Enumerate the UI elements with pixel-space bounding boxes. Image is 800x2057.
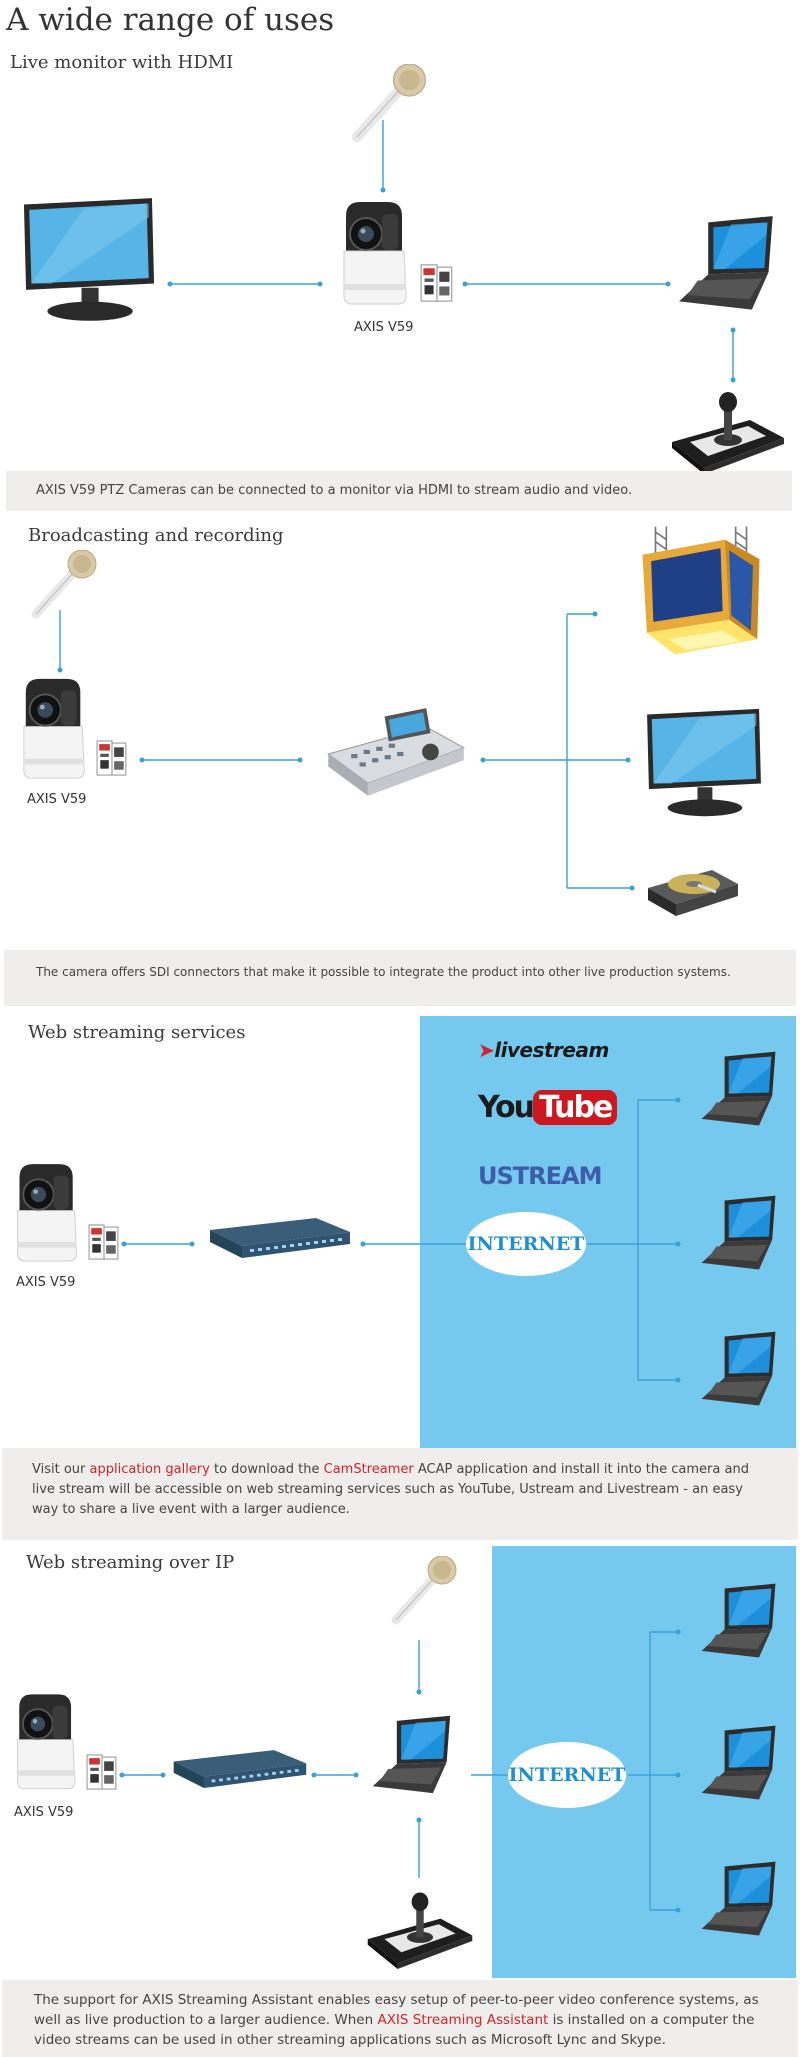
section-title-web-streaming-ip: Web streaming over IP (26, 1552, 235, 1573)
livestream-logo: ➤livestream (478, 1038, 609, 1062)
caption-web-streaming-ip: The support for AXIS Streaming Assistant… (2, 1980, 798, 2057)
caption-web-streaming-services: Visit our application gallery to downloa… (2, 1448, 798, 1540)
internet-cloud: INTERNET (508, 1742, 626, 1808)
laptop-icon (692, 1860, 790, 1942)
internet-label: INTERNET (508, 1764, 626, 1786)
laptop-icon (692, 1724, 790, 1806)
laptop-icon (692, 1582, 790, 1664)
camstreamer-link[interactable]: CamStreamer (323, 1462, 414, 1477)
camera-label: AXIS V59 (16, 1275, 76, 1290)
diagram-web-streaming-lines (121, 1097, 681, 1383)
joystick-controller-icon (364, 1884, 476, 1970)
camera-label: AXIS V59 (27, 792, 87, 807)
microphone-icon (390, 1556, 460, 1626)
caption-broadcasting: The camera offers SDI connectors that ma… (4, 950, 796, 1006)
ustream-logo: USTREAM (478, 1162, 602, 1190)
camera-label: AXIS V59 (354, 320, 414, 335)
diagram-broadcasting-lines (57, 610, 635, 891)
ptz-camera-icon (10, 1688, 84, 1796)
internet-cloud: INTERNET (466, 1212, 586, 1276)
diagram-hdmi-lines (167, 120, 736, 383)
diagram-web-streaming-ip-lines (119, 1629, 681, 1913)
internet-label: INTERNET (467, 1233, 585, 1255)
network-switch-icon (168, 1746, 310, 1794)
camera-label: AXIS V59 (14, 1805, 74, 1820)
section-title-hdmi: Live monitor with HDMI (10, 52, 234, 73)
caption-hdmi: AXIS V59 PTZ Cameras can be connected to… (6, 471, 792, 511)
sd-card-icon (86, 1752, 118, 1792)
section-title-web-streaming-services: Web streaming services (28, 1022, 246, 1043)
axis-streaming-assistant-link[interactable]: AXIS Streaming Assistant (377, 2012, 549, 2028)
application-gallery-link[interactable]: application gallery (89, 1462, 210, 1477)
page-title: A wide range of uses (6, 2, 335, 38)
laptop-icon (364, 1714, 464, 1800)
section-title-broadcasting: Broadcasting and recording (28, 525, 284, 546)
